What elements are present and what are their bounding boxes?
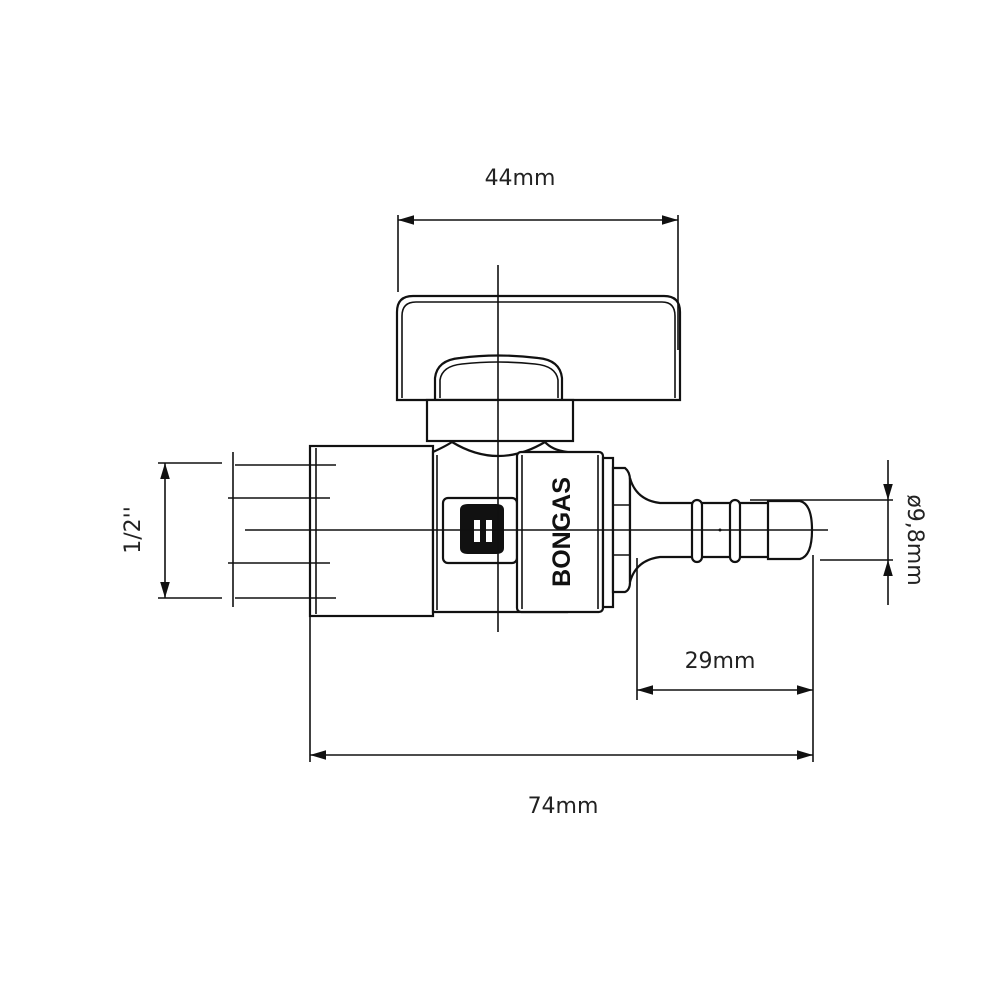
dimension-label: 44mm [485, 166, 556, 191]
thread-lines [228, 452, 336, 607]
dimension-label: 29mm [685, 649, 756, 674]
dimension-label: ø9,8mm [902, 494, 927, 585]
valve-body: BONGAS [308, 440, 632, 618]
dimension-hose-diameter: ø9,8mm [750, 460, 927, 605]
brand-logo-icon [460, 504, 504, 554]
dimension-thread-size: 1/2'' [121, 462, 222, 599]
dimension-label: 1/2'' [121, 506, 146, 554]
dimension-hose-tail-length: 29mm [636, 555, 814, 762]
dimension-label: 74mm [528, 794, 599, 819]
dimension-handle-width: 44mm [397, 166, 679, 350]
dimension-overall-length: 74mm [309, 616, 813, 819]
center-lines [245, 265, 828, 632]
valve-handle [395, 294, 682, 443]
brand-label: BONGAS [548, 477, 576, 587]
